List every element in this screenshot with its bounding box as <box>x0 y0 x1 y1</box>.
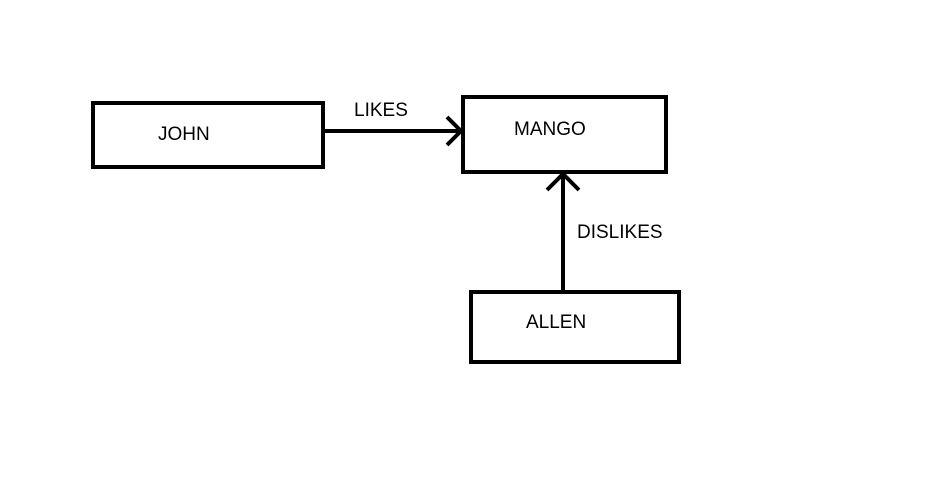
edge-likes-label: LIKES <box>354 100 408 121</box>
node-allen-label: ALLEN <box>526 312 587 333</box>
node-mango-label: MANGO <box>514 119 586 140</box>
node-john-label: JOHN <box>158 124 210 145</box>
node-mango <box>461 95 668 174</box>
dislikes-arrow-head <box>545 171 581 192</box>
edge-dislikes-label: DISLIKES <box>577 222 663 243</box>
node-john <box>91 101 325 169</box>
node-allen <box>469 290 681 364</box>
